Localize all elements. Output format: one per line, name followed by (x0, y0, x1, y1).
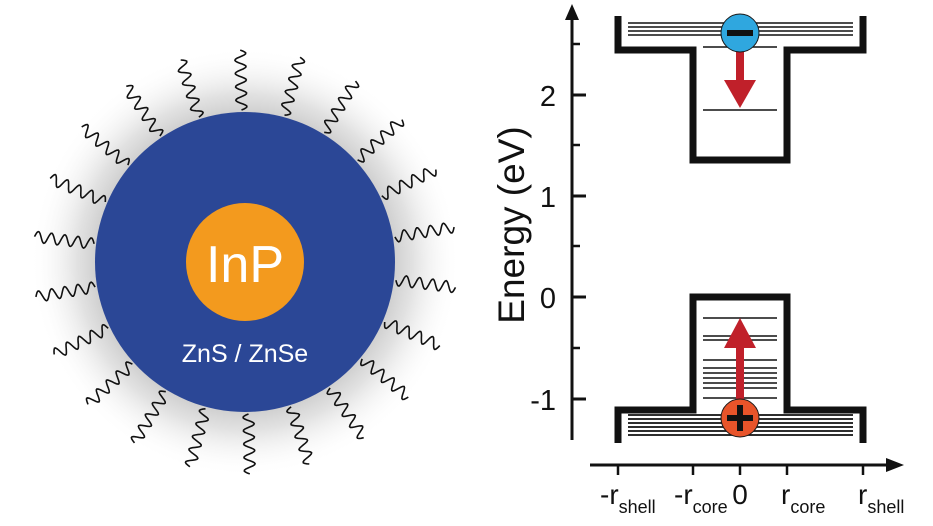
ligand-chain (326, 387, 364, 440)
y-axis-arrowhead (565, 4, 579, 20)
x-tick-sub: core (693, 497, 728, 517)
y-ticks (572, 42, 586, 401)
ligand-chain (126, 84, 164, 137)
ligand-chain (184, 408, 210, 468)
x-ticks (616, 465, 865, 475)
ligand-chain (85, 361, 133, 405)
ligand-chain (130, 390, 166, 444)
ligand-group (33, 49, 457, 475)
x-tick-sub: shell (867, 497, 904, 517)
x-tick-main: -r (600, 479, 619, 510)
x-tick-sub: core (790, 497, 825, 517)
ligand-chain (357, 119, 405, 163)
conduction-band-well (614, 16, 867, 164)
x-tick-label-zero: 0 (732, 479, 748, 510)
x-tick-main: -r (674, 479, 693, 510)
ligand-chain (35, 281, 96, 302)
ligand-chain (177, 59, 205, 118)
x-tick-main: r (781, 479, 790, 510)
y-tick-label: 0 (540, 283, 556, 315)
x-tick-label-neg-rcore: -rcore (674, 479, 728, 517)
ligand-chain (381, 168, 437, 201)
core-sphere (186, 203, 304, 321)
valence-band-well (614, 293, 867, 443)
ligand-chain (383, 320, 441, 351)
ligand-chain (395, 274, 457, 294)
shell-label: ZnS / ZnSe (182, 340, 308, 368)
x-tick-label-rcore: rcore (781, 479, 825, 517)
ligand-chain (285, 406, 313, 465)
ligand-chain (359, 358, 409, 401)
ligand-chain (53, 323, 109, 356)
ligand-chain (324, 80, 360, 134)
y-tick-label: -1 (530, 385, 556, 417)
hole-relaxation-arrowhead (724, 318, 756, 348)
electron-relaxation-arrowhead (724, 80, 756, 108)
y-axis-label: Energy (eV) (491, 126, 532, 323)
core-label: InP (206, 236, 284, 294)
electron-minus-sign (727, 30, 753, 36)
x-tick-label-rshell: rshell (858, 479, 904, 517)
y-tick-label: 1 (540, 182, 556, 214)
y-tick-label: 2 (540, 81, 556, 113)
x-tick-main: r (858, 479, 867, 510)
x-tick-sub: shell (619, 497, 656, 517)
hole-plus-vertical (737, 405, 743, 431)
nanocrystal-illustration: InP ZnS / ZnSe (30, 47, 460, 477)
energy-diagram: 2 1 0 -1 Energy (eV) -rshell -rcore 0 rc… (491, 4, 904, 517)
x-tick-label-neg-rshell: -rshell (600, 479, 656, 517)
ligand-chain (33, 230, 95, 250)
ligand-chain (49, 173, 107, 204)
ligand-chain (242, 413, 257, 475)
ligand-chain (233, 49, 248, 111)
ligand-chain (280, 56, 306, 116)
ligand-chain (394, 222, 455, 243)
ligand-chain (81, 123, 131, 166)
x-axis-arrowhead (886, 458, 904, 472)
